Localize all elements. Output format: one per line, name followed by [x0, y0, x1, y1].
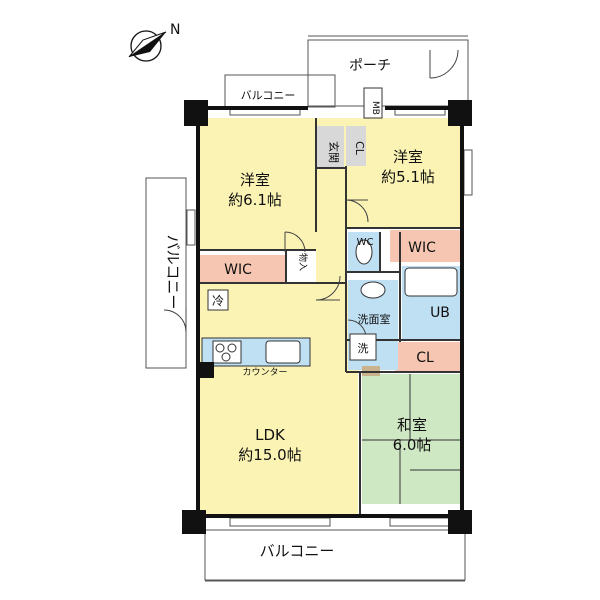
sink-icon	[265, 340, 301, 364]
door-swing-entrance	[429, 49, 459, 79]
cl-entrance-fill	[346, 126, 366, 166]
ldk-name: LDK	[255, 426, 286, 444]
balcony-left-label: バルコニー	[164, 235, 182, 310]
window-washitsu	[389, 517, 451, 527]
window-ldk	[229, 517, 331, 527]
tatami-lines	[362, 374, 462, 504]
window-right	[463, 149, 473, 196]
wic-right-label: WIC	[408, 240, 436, 256]
compass-arrow-half-icon	[128, 31, 167, 58]
washbasin-icon	[360, 281, 386, 299]
storage-label: 物入	[297, 253, 309, 271]
washer-box	[349, 333, 377, 361]
western-left-fill	[198, 118, 316, 250]
fridge-box	[207, 289, 229, 311]
door-swing-balcony	[163, 308, 187, 333]
washitsu-fill	[362, 374, 462, 504]
mb-label: MB	[370, 101, 380, 115]
washitsu-name: 和室	[397, 416, 427, 434]
balcony-bottom-label: バルコニー	[260, 542, 335, 560]
cl-bottom-fill	[395, 342, 462, 372]
compass-north-label: N	[170, 22, 180, 38]
fridge-label: 冷	[212, 294, 224, 308]
room-fills	[198, 118, 462, 516]
toilet-icon	[355, 239, 373, 265]
wic-left-fill	[200, 255, 286, 283]
bathtub-icon	[404, 267, 458, 297]
door-swings	[163, 49, 459, 339]
western-left-size: 約6.1帖	[228, 191, 282, 209]
washitsu-size: 6.0帖	[393, 436, 432, 454]
porch-label: ポーチ	[349, 58, 391, 74]
fixtures	[201, 87, 458, 367]
ub-label: UB	[430, 305, 450, 321]
cl-bottom-label: CL	[416, 350, 434, 366]
entrance-fill	[316, 126, 344, 168]
counter-label: カウンター	[242, 367, 287, 378]
door-swing-ldk	[315, 275, 341, 301]
ldk-fill	[198, 283, 358, 516]
balcony-top-label: バルコニー	[241, 89, 296, 102]
washer-label: 洗	[358, 342, 369, 355]
door-swing-western-right	[345, 199, 369, 223]
structural-columns	[182, 100, 472, 534]
balcony-left-area	[145, 177, 187, 369]
entrance-label: 玄関	[327, 141, 341, 163]
room-labels: ポーチ バルコニー バルコニー バルコニー MB 玄関 CL 洋室 約6.1帖 …	[164, 58, 450, 560]
window-left	[186, 209, 196, 246]
wic-left-label: WIC	[224, 262, 252, 278]
wc-label: WC	[357, 237, 374, 248]
western-right-name: 洋室	[393, 148, 423, 166]
ldk-size: 約15.0帖	[238, 446, 301, 464]
compass-circle	[130, 30, 162, 62]
interior-walls	[198, 118, 462, 516]
stove-icon	[212, 340, 242, 364]
washroom-label: 洗面室	[358, 312, 391, 326]
balcony-bottom-area	[204, 529, 466, 581]
mb-box	[363, 87, 383, 119]
wic-right-fill	[390, 230, 462, 262]
western-right-size: 約5.1帖	[381, 168, 435, 186]
door-swing-western-left	[284, 231, 306, 253]
western-left-name: 洋室	[240, 171, 270, 189]
cl-entrance-label: CL	[353, 141, 366, 156]
compass: N	[128, 22, 180, 62]
